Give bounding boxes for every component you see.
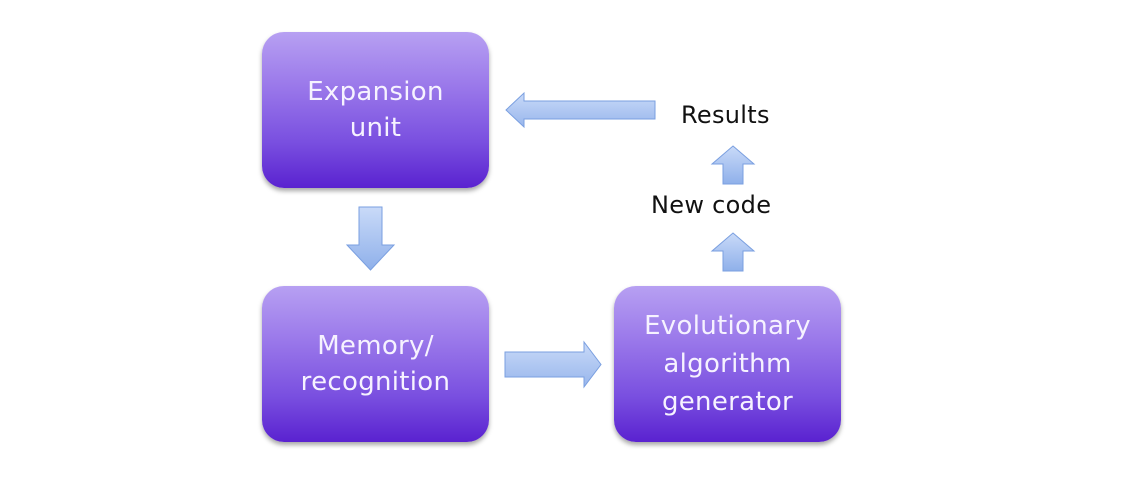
arrow-down-icon [345,206,396,271]
expansion-unit-label: Expansion unit [307,77,444,143]
arrow-up-icon [710,232,756,272]
arrow-right-icon [504,340,602,389]
evolutionary-algorithm-generator-node: Evolutionary algorithm generator [614,286,841,442]
memory-recognition-node: Memory/ recognition [262,286,489,442]
evolutionary-algorithm-generator-label: Evolutionary algorithm generator [644,311,811,417]
results-label: Results [681,101,770,129]
expansion-unit-node: Expansion unit [262,32,489,188]
arrow-left-icon [505,91,656,129]
new-code-label: New code [651,191,772,219]
arrow-up-icon [710,145,756,185]
memory-recognition-label: Memory/ recognition [300,331,451,397]
